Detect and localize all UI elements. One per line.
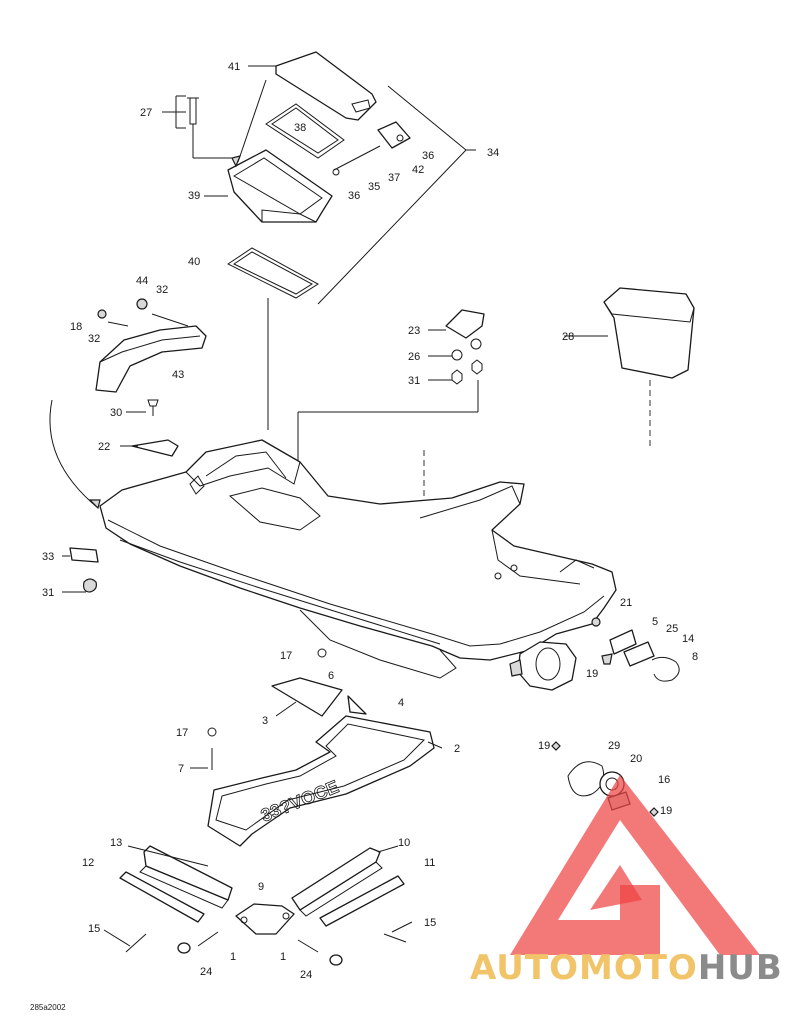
callout-18: 18 [70,321,82,333]
callout-15-right: 15 [424,917,436,929]
inner-tray-group [603,287,695,450]
callout-3: 3 [262,715,268,727]
callout-5: 5 [652,616,658,628]
callout-16: 16 [658,774,670,786]
logo-word-auto: AUTO [470,948,579,988]
callout-41: 41 [228,61,240,73]
callout-6: 6 [328,670,334,682]
drawing-code: 285a2002 [30,1003,66,1012]
rear-hardware-group [591,617,680,682]
callout-19-drain-right: 19 [660,805,672,817]
callout-14: 14 [682,633,694,645]
callout-31-lower: 31 [42,587,54,599]
callout-39: 39 [188,190,200,202]
callout-33: 33 [42,551,54,563]
storage-bin-part [227,149,333,223]
callout-23: 23 [408,325,420,337]
hull-deck-part [99,439,617,661]
callout-27: 27 [140,107,152,119]
callout-35: 35 [368,181,380,193]
callout-7: 7 [178,763,184,775]
callout-1-left: 1 [230,951,236,963]
callout-17-lower: 17 [176,727,188,739]
callout-43: 43 [172,369,184,381]
callout-32-upper: 32 [156,284,168,296]
callout-8: 8 [692,651,698,663]
callout-36-upper: 36 [422,150,434,162]
callout-44: 44 [136,275,148,287]
logo-word-hub: HUB [697,948,783,988]
seat-bracket-group [297,309,485,510]
sponson-group [119,845,407,966]
watermark-triangle-logo [510,775,760,955]
callout-4: 4 [398,697,404,709]
callout-19-rear: 19 [586,668,598,680]
callout-17-upper: 17 [280,650,292,662]
ride-plate-group: 33?VOCE [207,648,435,847]
bin-lid-part [275,51,377,121]
callout-24-right: 24 [300,969,312,981]
callout-10: 10 [398,837,410,849]
hull-group [99,439,617,691]
bolt-part [147,399,159,416]
left-sponson-part [143,845,233,901]
callout-12: 12 [82,857,94,869]
leader-lines [62,65,608,947]
callout-2: 2 [454,743,460,755]
callout-21: 21 [620,597,632,609]
left-keel-strip-part [119,871,205,923]
callout-34: 34 [487,147,499,159]
callout-24-left: 24 [200,966,212,978]
callout-30: 30 [110,407,122,419]
callout-31-upper: 31 [408,375,420,387]
inner-tray-part [603,287,695,379]
callout-13: 13 [110,837,122,849]
callout-22: 22 [98,441,110,453]
callout-labels: 41 27 38 36 34 42 37 35 36 39 40 44 32 1… [42,61,698,981]
callout-26: 26 [408,351,420,363]
bin-gasket-part [227,247,319,299]
ride-plate-part [207,715,435,847]
callout-28: 28 [562,331,574,343]
right-keel-strip-part [319,875,405,927]
jet-nozzle-part [517,641,577,691]
callout-40: 40 [188,256,200,268]
right-sponson-part [291,847,381,911]
callout-20: 20 [630,753,642,765]
callout-29: 29 [608,740,620,752]
callout-37: 37 [388,172,400,184]
callout-19-drain-left: 19 [538,740,550,752]
callout-38: 38 [294,122,306,134]
intake-grate-part [271,677,343,717]
storage-bin-group [187,51,467,430]
screw-part [187,97,199,125]
handle-rail-part [95,325,207,393]
callout-36-lower: 36 [348,190,360,202]
callout-32-lower: 32 [88,333,100,345]
center-bracket-part [235,903,295,935]
watermark-wordmark: AUTOMOTOHUB [470,948,800,988]
callout-11: 11 [424,857,435,869]
bracket-part [131,439,179,457]
callout-25: 25 [666,623,678,635]
handle-rail-group [49,298,207,510]
logo-word-moto: MOTO [578,948,698,988]
callout-1-right: 1 [280,951,286,963]
callout-42: 42 [412,164,424,176]
latch-part [377,121,411,149]
seat-bracket-part [445,309,485,339]
callout-9: 9 [258,881,264,893]
lid-gasket-part [265,103,345,159]
callout-15-left: 15 [88,923,100,935]
